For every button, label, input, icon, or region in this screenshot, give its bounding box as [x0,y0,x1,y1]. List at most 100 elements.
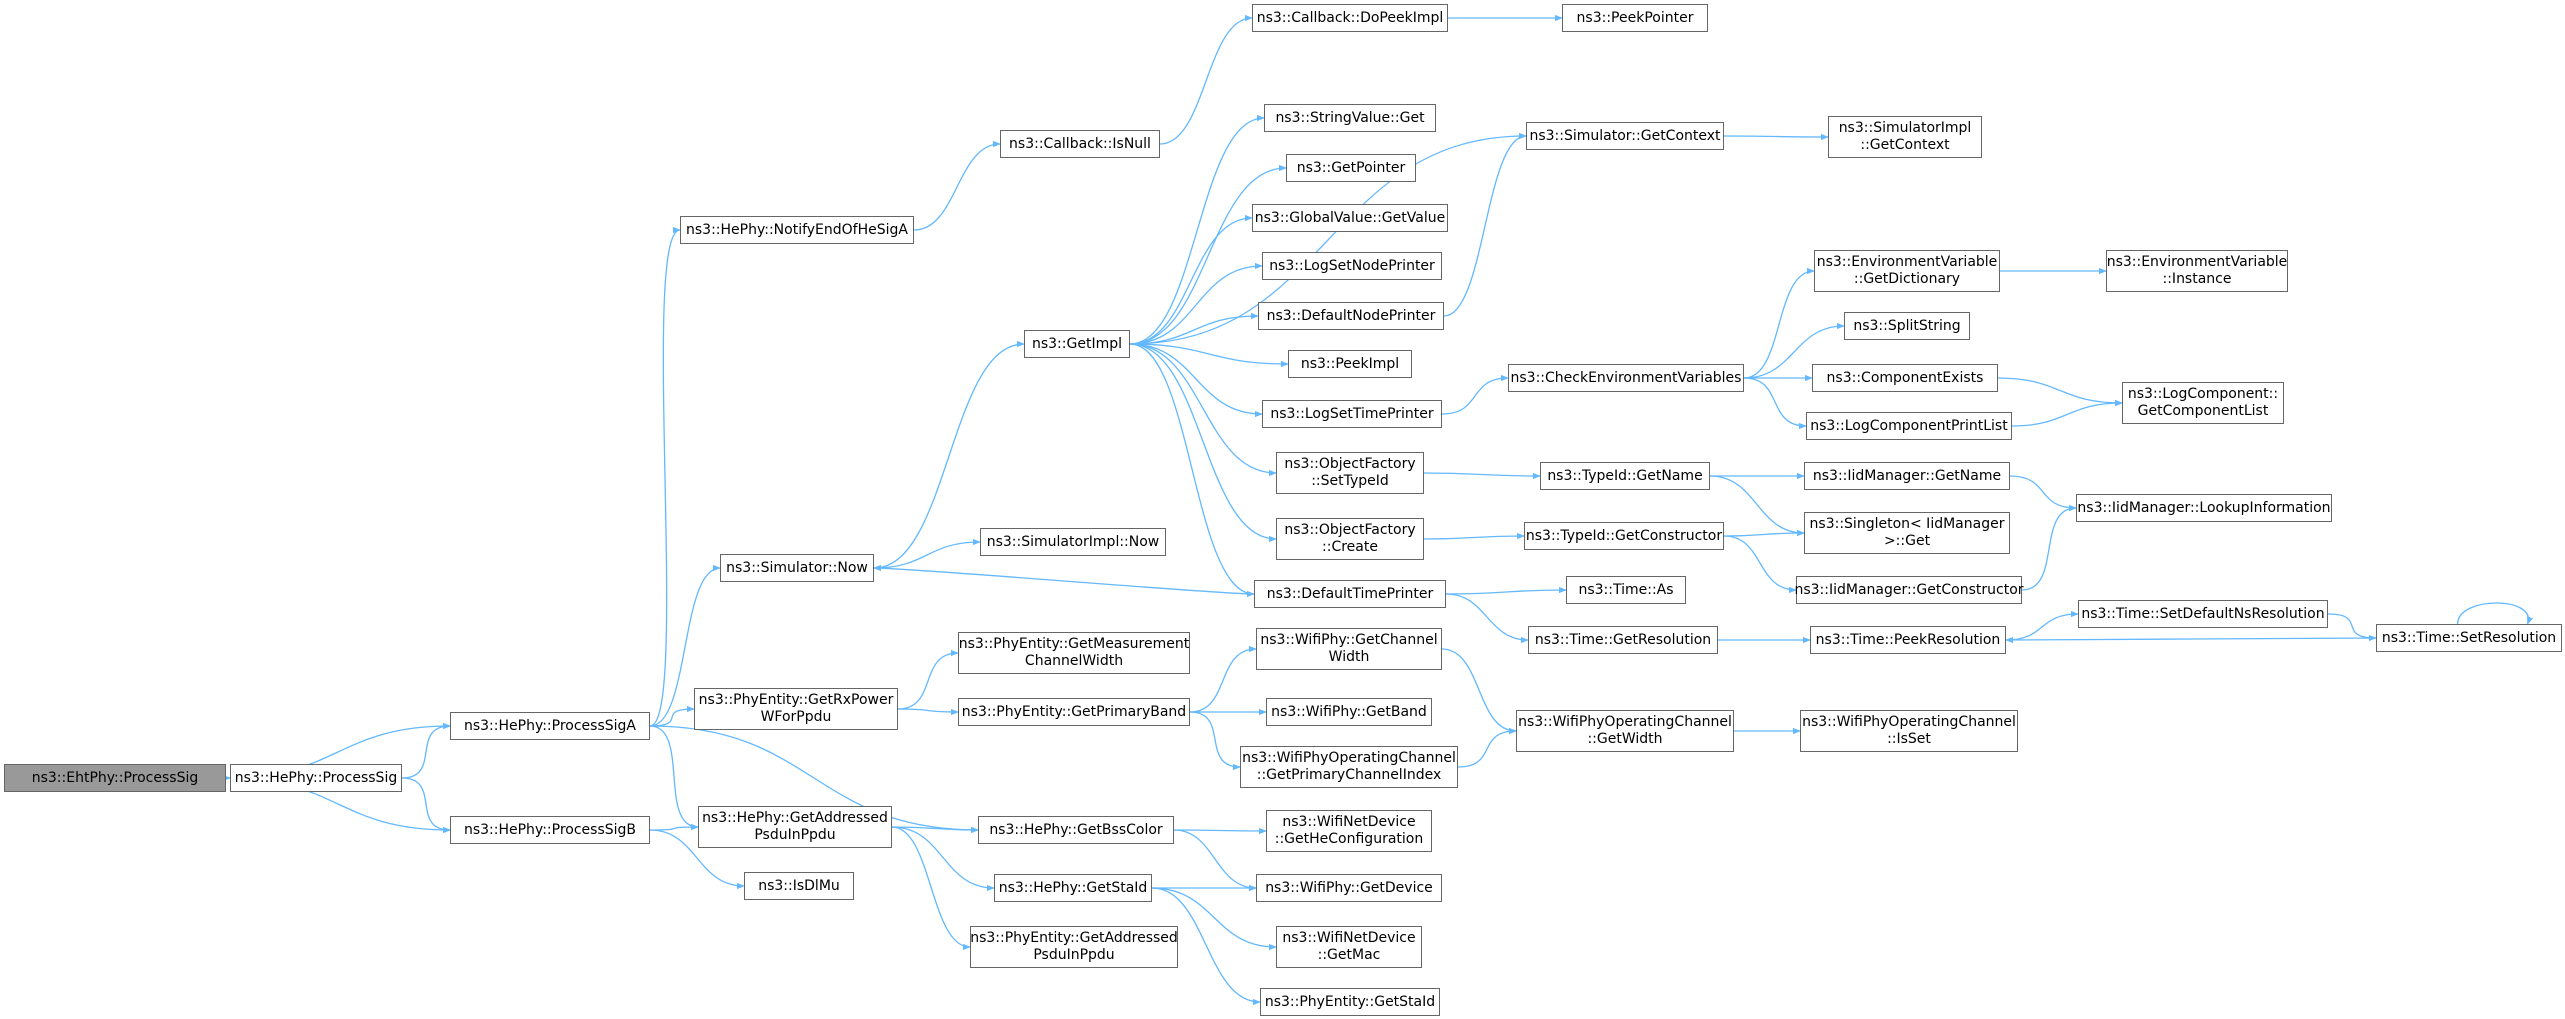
node-pe-primary[interactable]: ns3::PhyEntity::GetPrimaryBand [958,698,1190,726]
node-iid-lookup[interactable]: ns3::IidManager::LookupInformation [2076,494,2332,522]
node-label-line: ::GetMac [1317,947,1381,963]
edge-getimpl-to-peekimpl [1129,343,1289,368]
node-hp-notify[interactable]: ns3::HePhy::NotifyEndOfHeSigA [680,216,914,244]
node-sim-ctx[interactable]: ns3::Simulator::GetContext [1526,122,1724,150]
node-strval[interactable]: ns3::StringValue::Get [1264,104,1436,132]
edge-hp-notify-to-cb-isnull [913,140,1001,231]
node-label-line: ChannelWidth [1024,653,1124,669]
node-label-line: ns3::WifiPhyOperatingChannel [1802,714,2016,730]
node-label-line: ns3::IidManager::GetName [1812,467,2002,484]
node-hp-staid[interactable]: ns3::HePhy::GetStaId [994,874,1152,902]
node-hp-procsiga[interactable]: ns3::HePhy::ProcessSigA [450,712,650,740]
node-compexists[interactable]: ns3::ComponentExists [1812,364,1998,392]
node-typeid-name[interactable]: ns3::TypeId::GetName [1540,462,1710,490]
call-edges [217,14,2534,1006]
edge-pe-rxpower-to-pe-measure [897,649,959,710]
edge-hp-procsiga-to-hp-bss [649,725,979,834]
edge-typeid-name-to-singleton [1709,475,1805,537]
node-iid-name[interactable]: ns3::IidManager::GetName [1804,462,2010,490]
node-simimpl-ctx[interactable]: ns3::SimulatorImpl::GetContext [1828,116,1982,158]
node-peekimpl[interactable]: ns3::PeekImpl [1288,350,1412,378]
node-wnd-heconf[interactable]: ns3::WifiNetDevice::GetHeConfiguration [1266,810,1432,852]
edge-deftimeprinter-to-time-res [1445,593,1529,644]
node-getimpl[interactable]: ns3::GetImpl [1024,330,1130,358]
node-peekptr[interactable]: ns3::PeekPointer [1562,4,1708,32]
node-pe-staid[interactable]: ns3::PhyEntity::GetStaId [1260,988,1440,1016]
node-label-line: ns3::HePhy::ProcessSigA [463,717,636,734]
node-hp-bss[interactable]: ns3::HePhy::GetBssColor [978,816,1174,844]
node-singleton[interactable]: ns3::Singleton< IidManager>::Get [1804,512,2010,554]
node-logcomplist[interactable]: ns3::LogComponentPrintList [1806,412,2012,440]
node-iid-ctor[interactable]: ns3::IidManager::GetConstructor [1794,576,2024,604]
edge-getimpl-to-logtimeprinter [1129,343,1263,418]
node-time-setdef[interactable]: ns3::Time::SetDefaultNsResolution [2078,600,2328,628]
node-wpoc-primidx[interactable]: ns3::WifiPhyOperatingChannel::GetPrimary… [1240,746,1458,788]
node-label-line: ns3::ComponentExists [1826,369,1984,386]
node-typeid-ctor[interactable]: ns3::TypeId::GetConstructor [1524,522,1724,550]
edge-time-setdef-to-time-setres [2327,613,2377,642]
edge-getimpl-to-deftimeprinter [1129,343,1255,598]
node-label-line: ns3::TypeId::GetName [1547,467,1703,484]
edge-checkenv-to-logcomplist [1743,377,1807,430]
node-time-res[interactable]: ns3::Time::GetResolution [1528,626,1718,654]
node-label-line: ns3::StringValue::Get [1275,109,1425,126]
node-env-inst[interactable]: ns3::EnvironmentVariable::Instance [2106,250,2288,292]
edge-deftimeprinter-to-sim-now [873,564,1255,595]
node-label-line: ns3::WifiPhy::GetDevice [1265,879,1433,896]
edge-sim-now-to-getimpl [873,340,1025,569]
node-label-line: ::GetPrimaryChannelIndex [1256,767,1442,783]
node-wp-band[interactable]: ns3::WifiPhy::GetBand [1266,698,1432,726]
node-time-setres[interactable]: ns3::Time::SetResolution [2376,624,2562,652]
node-of-create[interactable]: ns3::ObjectFactory::Create [1276,518,1424,560]
node-hp-procsig[interactable]: ns3::HePhy::ProcessSig [230,764,402,792]
node-getptr[interactable]: ns3::GetPointer [1286,154,1416,182]
node-checkenv[interactable]: ns3::CheckEnvironmentVariables [1508,364,1744,392]
node-deftimeprinter[interactable]: ns3::DefaultTimePrinter [1254,580,1446,608]
node-splitstr[interactable]: ns3::SplitString [1844,312,1970,340]
node-wnd-mac[interactable]: ns3::WifiNetDevice::GetMac [1276,926,1422,968]
node-time-peek[interactable]: ns3::Time::PeekResolution [1810,626,2006,654]
node-of-settype[interactable]: ns3::ObjectFactory::SetTypeId [1276,452,1424,494]
node-label-line: ns3::IidManager::GetConstructor [1794,581,2024,598]
node-logtimeprinter[interactable]: ns3::LogSetTimePrinter [1262,400,1442,428]
node-time-as[interactable]: ns3::Time::As [1566,576,1686,604]
node-simimpl-now[interactable]: ns3::SimulatorImpl::Now [980,528,1166,556]
node-wpoc-isset[interactable]: ns3::WifiPhyOperatingChannel::IsSet [1800,710,2018,752]
node-label-line: ns3::TypeId::GetConstructor [1525,527,1723,544]
node-sim-now[interactable]: ns3::Simulator::Now [720,554,874,582]
node-wp-device[interactable]: ns3::WifiPhy::GetDevice [1256,874,1442,902]
node-label-line: ::GetHeConfiguration [1274,831,1424,847]
node-lognodeprinter[interactable]: ns3::LogSetNodePrinter [1262,252,1442,280]
node-env-dict[interactable]: ns3::EnvironmentVariable::GetDictionary [1814,250,2000,292]
edge-iid-name-to-iid-lookup [2009,475,2077,512]
node-label-line: ns3::SimulatorImpl::Now [986,533,1160,550]
node-label-line: ::GetWidth [1587,731,1663,747]
edge-getimpl-to-strval [1129,114,1265,345]
node-label-line: ns3::WifiPhyOperatingChannel [1518,714,1732,730]
node-label-line: ns3::PeekPointer [1576,9,1694,26]
node-label-line: ns3::Callback::DoPeekImpl [1256,9,1444,26]
node-isdlmu[interactable]: ns3::IsDlMu [744,872,854,900]
node-logcomp-list[interactable]: ns3::LogComponent::GetComponentList [2122,382,2284,424]
node-label-line: ns3::IidManager::LookupInformation [2077,499,2331,516]
node-label-line: ns3::WifiNetDevice [1282,930,1416,946]
node-gv-getval[interactable]: ns3::GlobalValue::GetValue [1252,204,1448,232]
node-cb-isnull[interactable]: ns3::Callback::IsNull [1000,130,1160,158]
node-wpoc-width[interactable]: ns3::WifiPhyOperatingChannel::GetWidth [1516,710,1734,752]
node-defnodeprinter[interactable]: ns3::DefaultNodePrinter [1258,302,1444,330]
node-cb-dopeek[interactable]: ns3::Callback::DoPeekImpl [1252,4,1448,32]
edge-hp-bss-to-wnd-heconf [1173,827,1267,835]
node-label-line: ns3::Time::PeekResolution [1815,631,2001,648]
node-label-line: ns3::Singleton< IidManager [1809,516,2005,532]
node-label-line: ns3::LogComponentPrintList [1810,417,2008,434]
edge-cb-isnull-to-cb-dopeek [1159,14,1253,145]
edge-typeid-ctor-to-iid-ctor [1723,535,1797,594]
node-label-line: ns3::Time::SetResolution [2381,629,2557,646]
node-hp-procsigb[interactable]: ns3::HePhy::ProcessSigB [450,816,650,844]
node-label-line: Width [1328,649,1370,665]
